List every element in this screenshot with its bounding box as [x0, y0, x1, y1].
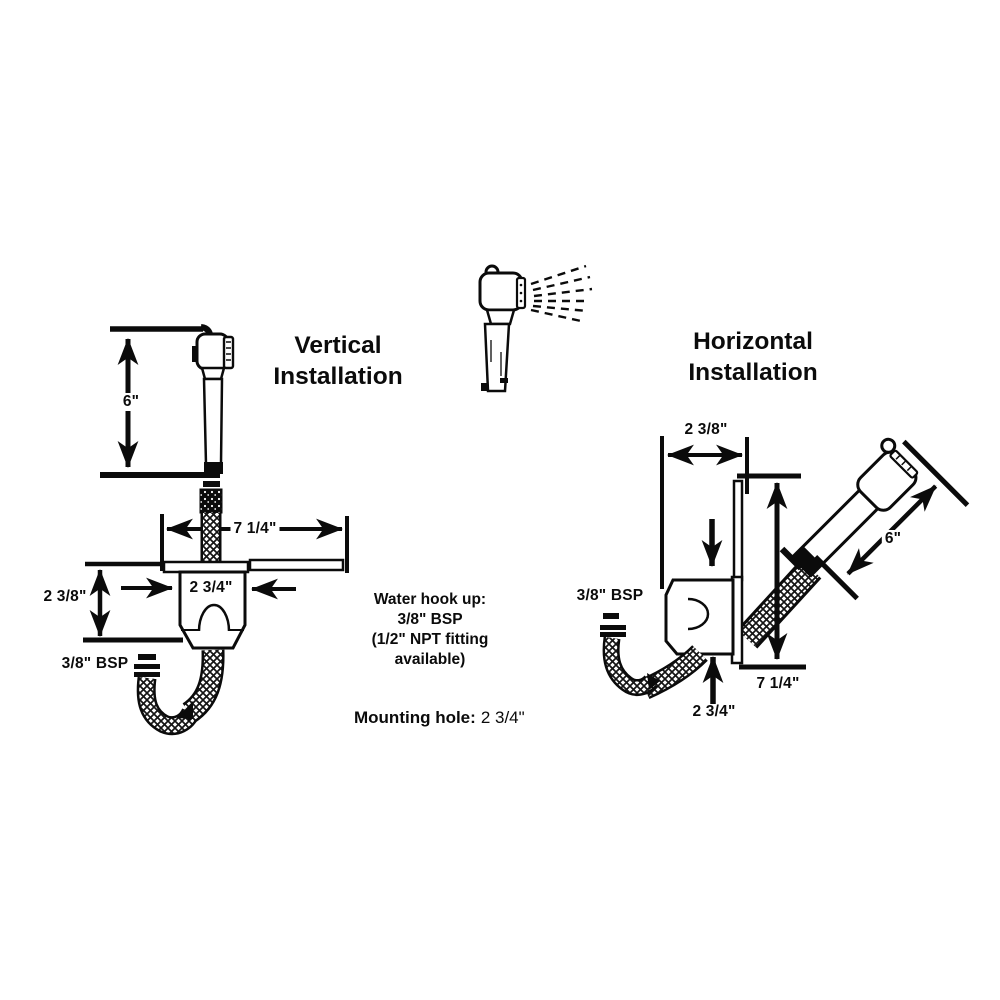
horizontal-recess-depth-dim-label: 2 3/8": [684, 421, 728, 438]
mounting-hole-value: 2 3/4": [480, 708, 525, 727]
vertical-cup-depth-dim-label: 2 3/8": [43, 588, 87, 605]
vertical-thread-label: 3/8" BSP: [61, 655, 129, 672]
horizontal-sprayer-length-dim-label: 6": [881, 530, 905, 548]
center-sprayer-illustration: [478, 264, 593, 393]
horizontal-cup-diameter-dim-label: 2 3/4": [692, 703, 736, 720]
water-hookup-note: Water hook up: 3/8" BSP (1/2" NPT fittin…: [371, 591, 489, 668]
vertical-installation-drawing: [83, 324, 349, 736]
vertical-overall-width-dim-label: 7 1/4": [230, 520, 280, 538]
mounting-hole-label: Mounting hole:: [354, 708, 476, 727]
horizontal-installation-title: Horizontal Installation: [688, 328, 818, 386]
horizontal-overall-height-dim-label: 7 1/4": [756, 675, 800, 692]
vertical-cup-diameter-dim-label: 2 3/4": [186, 579, 236, 597]
mounting-hole-note: Mounting hole:2 3/4": [354, 708, 525, 728]
horizontal-installation-drawing: [600, 436, 970, 704]
horizontal-thread-label: 3/8" BSP: [576, 587, 644, 604]
vertical-drop-height-dim-label: 6": [119, 393, 143, 411]
vertical-installation-title: Vertical Installation: [273, 332, 403, 390]
